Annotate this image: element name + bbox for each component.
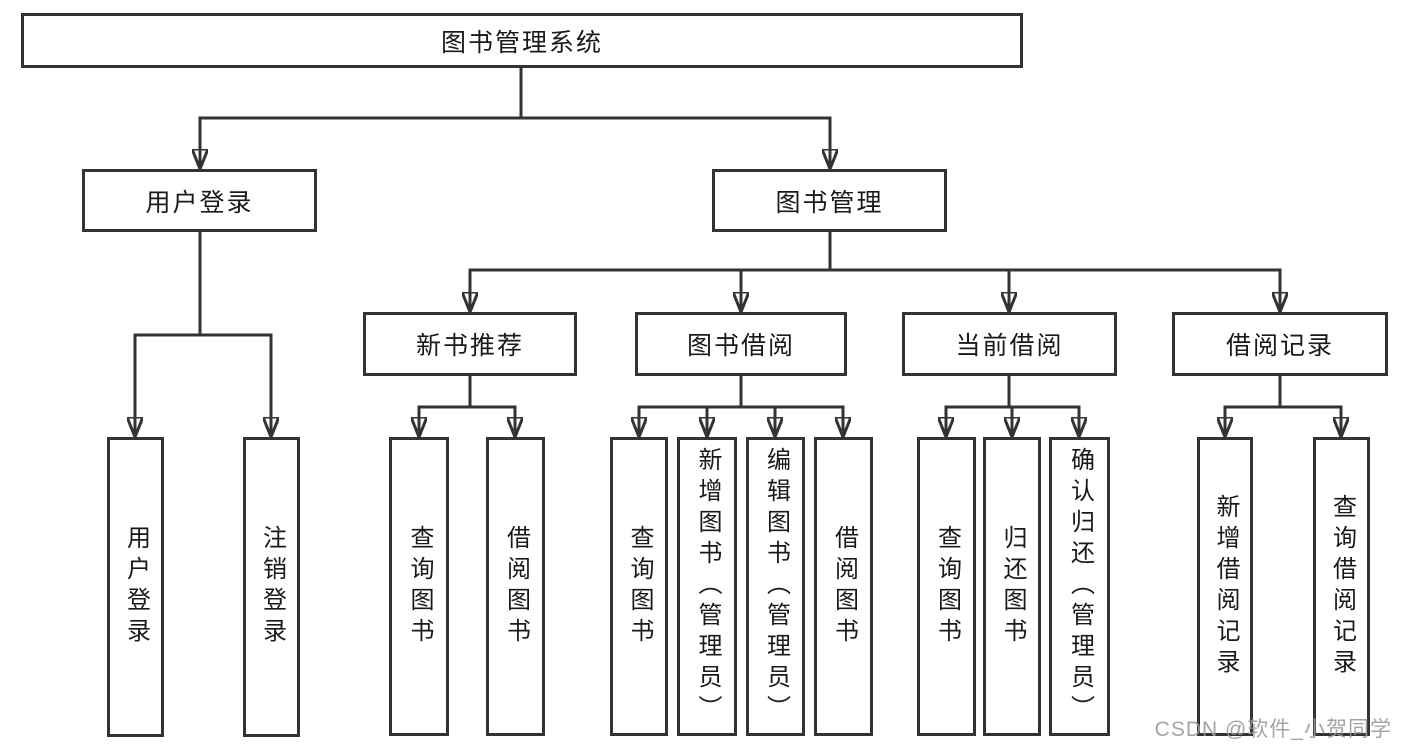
connector-current-borrow-to-leaves — [946, 374, 1079, 439]
leaf-query-books-current: 查询图书 — [917, 437, 976, 736]
node-current-borrow-label: 当前借阅 — [955, 332, 1064, 360]
leaf-query-books-recommend-label: 查询图书 — [406, 524, 433, 649]
leaf-return-book: 归还图书 — [983, 437, 1041, 736]
leaf-confirm-return-admin-label: 确认归还（管理员） — [1066, 447, 1094, 726]
leaf-borrow-books-recommend: 借阅图书 — [486, 437, 545, 736]
leaf-return-book-label: 归还图书 — [999, 524, 1026, 649]
leaf-edit-book-admin: 编辑图书（管理员） — [746, 437, 805, 736]
leaf-add-book-admin-label: 新增图书（管理员） — [694, 447, 721, 726]
node-borrow-records-label: 借阅记录 — [1225, 332, 1334, 360]
leaf-edit-book-admin-label: 编辑图书（管理员） — [762, 447, 790, 726]
leaf-add-borrow-record-label: 新增借阅记录 — [1212, 493, 1239, 680]
node-user-login-label: 用户登录 — [145, 188, 254, 217]
connector-root-to-level2 — [200, 66, 830, 171]
leaf-add-book-admin: 新增图书（管理员） — [677, 437, 737, 736]
leaf-query-borrow-record-label: 查询借阅记录 — [1328, 493, 1356, 680]
csdn-watermark: CSDN @软件_小贺同学 — [1154, 718, 1392, 741]
leaf-add-borrow-record: 新增借阅记录 — [1197, 437, 1253, 736]
connector-user-login-to-leaves — [135, 230, 271, 439]
node-new-book-recommend-label: 新书推荐 — [415, 332, 524, 360]
node-borrow-records: 借阅记录 — [1172, 312, 1388, 376]
leaf-user-login-label: 用户登录 — [122, 525, 150, 649]
leaf-logout-label: 注销登录 — [258, 525, 286, 649]
leaf-confirm-return-admin: 确认归还（管理员） — [1049, 437, 1110, 736]
leaf-borrow-books-recommend-label: 借阅图书 — [502, 524, 530, 649]
leaf-borrow-books-label: 借阅图书 — [830, 524, 858, 649]
connector-book-management-to-level3 — [470, 230, 1280, 314]
leaf-query-books-borrow: 查询图书 — [610, 437, 668, 736]
node-book-management-label: 图书管理 — [775, 188, 884, 217]
node-new-book-recommend: 新书推荐 — [363, 312, 577, 376]
node-book-borrow-label: 图书借阅 — [686, 332, 795, 360]
leaf-logout: 注销登录 — [243, 437, 300, 737]
node-root: 图书管理系统 — [21, 13, 1023, 68]
connector-book-borrow-to-leaves — [639, 374, 843, 439]
leaf-borrow-books: 借阅图书 — [814, 437, 873, 736]
connector-new-book-recommend-to-leaves — [419, 374, 515, 439]
node-book-borrow: 图书借阅 — [635, 312, 847, 376]
connector-borrow-records-to-leaves — [1225, 374, 1341, 439]
node-user-login: 用户登录 — [82, 169, 317, 232]
node-book-management: 图书管理 — [712, 169, 947, 232]
leaf-user-login: 用户登录 — [107, 437, 164, 737]
leaf-query-borrow-record: 查询借阅记录 — [1313, 437, 1370, 736]
leaf-query-books-borrow-label: 查询图书 — [626, 524, 653, 649]
node-current-borrow: 当前借阅 — [902, 312, 1117, 376]
node-root-label: 图书管理系统 — [440, 28, 603, 57]
leaf-query-books-recommend: 查询图书 — [389, 437, 449, 736]
leaf-query-books-current-label: 查询图书 — [933, 524, 961, 649]
